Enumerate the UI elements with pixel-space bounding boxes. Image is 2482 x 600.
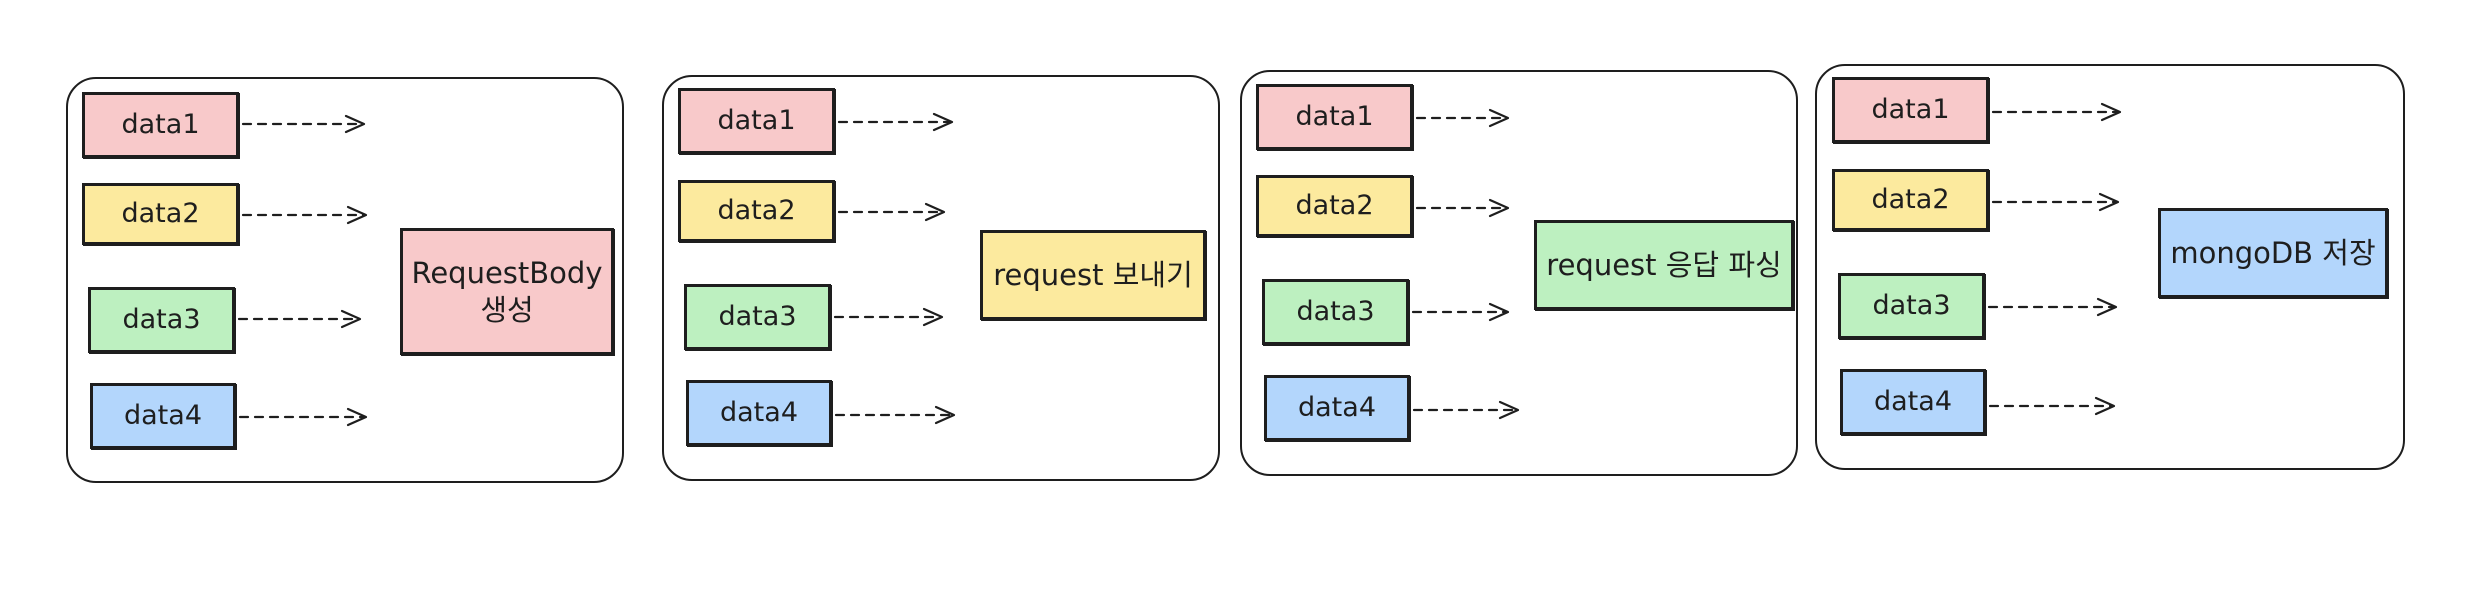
requestbody-stage-box: RequestBody 생성	[400, 228, 614, 355]
data3-label: data3	[718, 301, 797, 333]
data2-box: data2	[1256, 175, 1413, 237]
data4-label: data4	[124, 400, 202, 432]
data3-box: data3	[684, 284, 831, 350]
data4-box: data4	[686, 380, 832, 446]
data3-box: data3	[88, 287, 235, 353]
data2-label: data2	[717, 195, 796, 227]
data4-label: data4	[720, 397, 798, 429]
data1-label: data1	[121, 109, 200, 141]
stage-label-line2: 생성	[480, 292, 534, 327]
response-parse-stage-box: request 응답 파싱	[1534, 220, 1794, 310]
data1-box: data1	[678, 88, 835, 154]
data2-box: data2	[1832, 169, 1989, 231]
data2-box: data2	[678, 180, 835, 242]
data2-box: data2	[82, 183, 239, 245]
data1-box: data1	[1832, 77, 1989, 143]
stage-label-line1: request 응답 파싱	[1546, 247, 1782, 282]
data4-box: data4	[1264, 375, 1410, 441]
data2-label: data2	[121, 198, 200, 230]
mongodb-save-stage-box: mongoDB 저장	[2158, 208, 2388, 298]
stage-label-line1: request 보내기	[993, 257, 1193, 292]
data1-label: data1	[1871, 94, 1950, 126]
data3-label: data3	[122, 304, 201, 336]
data3-label: data3	[1872, 290, 1951, 322]
data2-label: data2	[1871, 184, 1950, 216]
data3-box: data3	[1262, 279, 1409, 345]
data4-box: data4	[90, 383, 236, 449]
data3-box: data3	[1838, 273, 1985, 339]
data1-box: data1	[1256, 84, 1413, 150]
data4-label: data4	[1298, 392, 1376, 424]
stage-label-line1: mongoDB 저장	[2170, 235, 2376, 270]
stage-label-line1: RequestBody	[411, 256, 603, 291]
data1-box: data1	[82, 92, 239, 158]
data4-label: data4	[1874, 386, 1952, 418]
data3-label: data3	[1296, 296, 1375, 328]
data2-label: data2	[1295, 190, 1374, 222]
request-send-stage-box: request 보내기	[980, 230, 1206, 320]
data1-label: data1	[717, 105, 796, 137]
data4-box: data4	[1840, 369, 1986, 435]
data1-label: data1	[1295, 101, 1374, 133]
